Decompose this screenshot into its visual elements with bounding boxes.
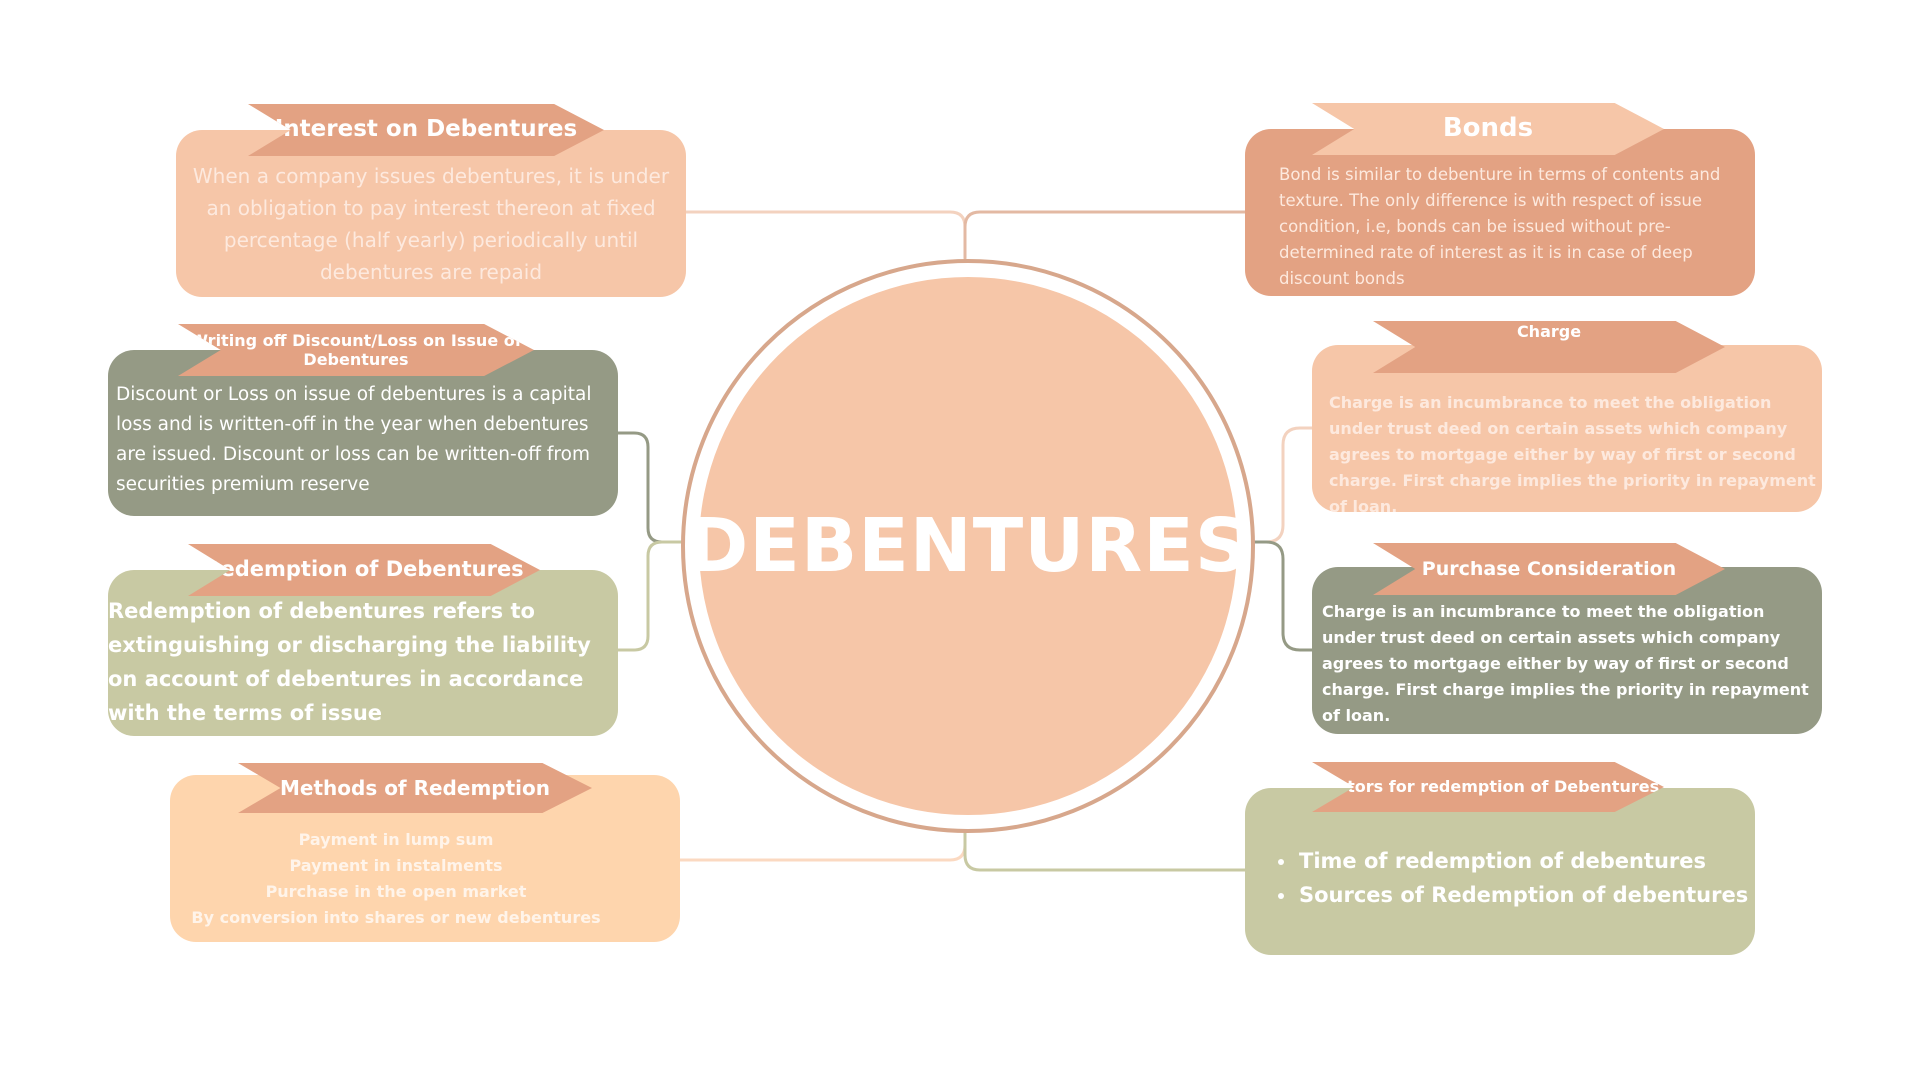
methods-item: By conversion into shares or new debentu… (191, 908, 601, 927)
banner-purchase-consideration: Purchase Consideration (1373, 543, 1725, 595)
connector-methods (678, 829, 967, 862)
card-writing-off-discount: Discount or Loss on issue of debentures … (108, 350, 618, 516)
banner-charge: Charge (1373, 321, 1725, 373)
interest-body: When a company issues debentures, it is … (192, 164, 670, 284)
purchase-body: Charge is an incumbrance to meet the obl… (1322, 602, 1809, 725)
redemption-title: Redemption of Debentures (204, 557, 524, 582)
writing-off-title: Writing off Discount/Loss on Issue of De… (190, 330, 522, 369)
factors-list: Time of redemption of debentures Sources… (1245, 844, 1755, 912)
methods-item: Payment in lump sum (298, 830, 494, 849)
redemption-body: Redemption of debentures refers to extin… (108, 599, 591, 725)
charge-body: Charge is an incumbrance to meet the obl… (1329, 393, 1816, 516)
card-bonds: Bond is similar to debenture in terms of… (1245, 129, 1755, 296)
banner-interest-on-debentures: Interest on Debentures (248, 104, 604, 156)
methods-list: Payment in lump sum Payment in instalmen… (170, 827, 680, 931)
banner-factors-for-redemption: Factors for redemption of Debentures (1312, 762, 1664, 812)
connector-writing (616, 431, 684, 544)
center-node: DEBENTURES (687, 277, 1248, 815)
methods-item: Payment in instalments (289, 856, 503, 875)
factors-item: Sources of Redemption of debentures (1297, 878, 1755, 912)
banner-writing-off-discount: Writing off Discount/Loss on Issue of De… (178, 324, 534, 376)
charge-title: Charge (1516, 322, 1582, 341)
bonds-title: Bonds (1442, 113, 1534, 144)
writing-off-body: Discount or Loss on issue of debentures … (116, 384, 592, 495)
connector-purchase (1252, 540, 1314, 652)
interest-title: Interest on Debentures (274, 116, 578, 143)
card-redemption-of-debentures: Redemption of debentures refers to extin… (108, 570, 618, 736)
factors-item: Time of redemption of debentures (1297, 844, 1755, 878)
card-methods-of-redemption: Payment in lump sum Payment in instalmen… (170, 775, 680, 942)
methods-title: Methods of Redemption (280, 776, 550, 800)
purchase-title: Purchase Consideration (1421, 557, 1677, 580)
card-factors-for-redemption: Time of redemption of debentures Sources… (1245, 788, 1755, 955)
connector-bonds (963, 210, 1247, 260)
card-interest-on-debentures: When a company issues debentures, it is … (176, 130, 686, 297)
factors-title: Factors for redemption of Debentures (1316, 777, 1660, 797)
center-title: DEBENTURES (686, 503, 1250, 589)
methods-item: Purchase in the open market (265, 882, 527, 901)
connector-factors (963, 829, 1247, 872)
connector-redemption (616, 540, 684, 652)
banner-methods-of-redemption: Methods of Redemption (238, 763, 592, 813)
connector-interest (684, 210, 967, 260)
connector-charge (1252, 426, 1314, 544)
card-purchase-consideration: Charge is an incumbrance to meet the obl… (1312, 567, 1822, 734)
bonds-body: Bond is similar to debenture in terms of… (1279, 165, 1721, 288)
banner-bonds: Bonds (1312, 103, 1664, 155)
banner-redemption-of-debentures: Redemption of Debentures (188, 544, 540, 596)
